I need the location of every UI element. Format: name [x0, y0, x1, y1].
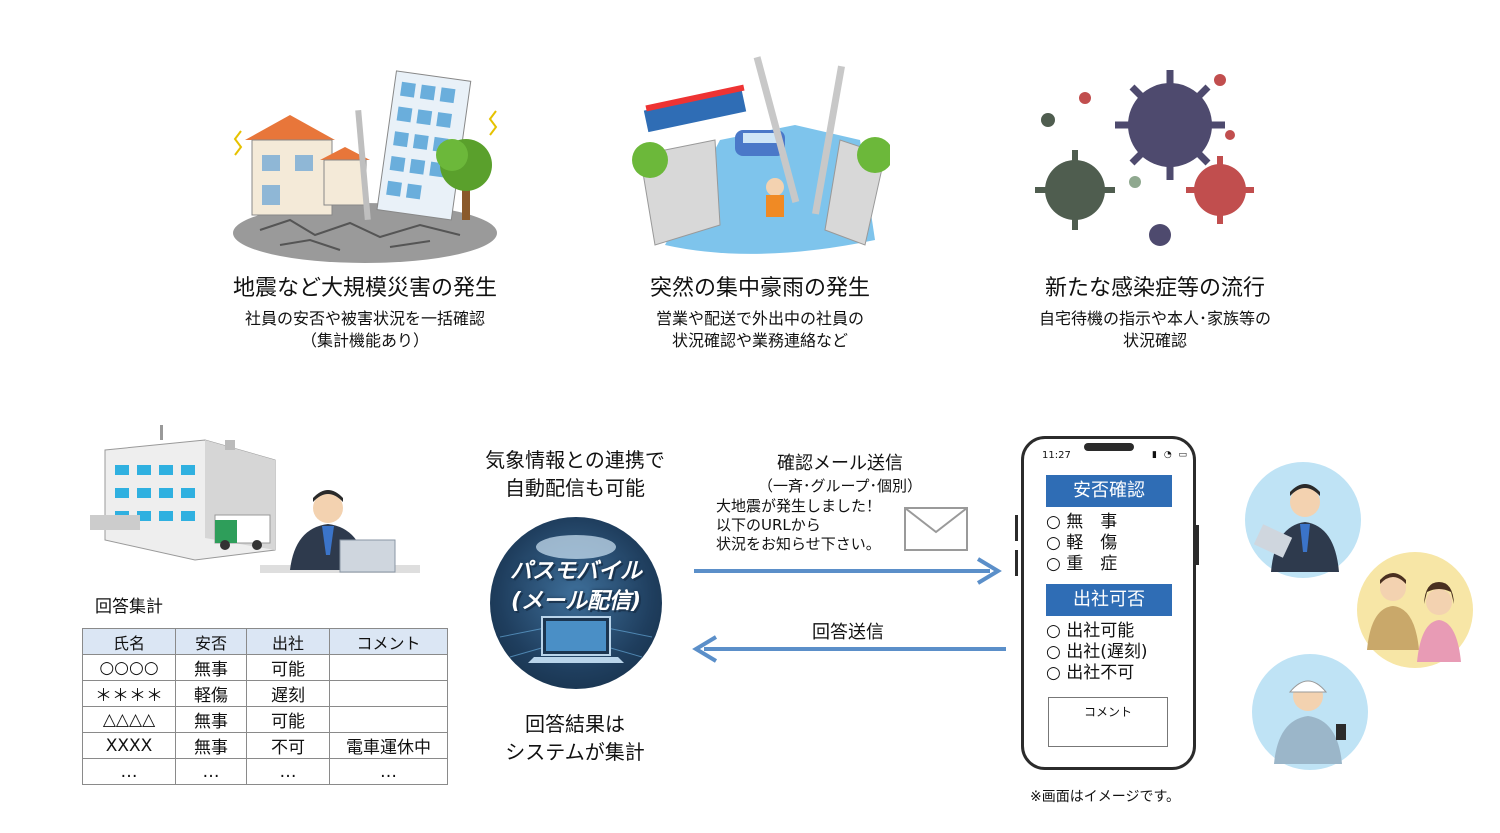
attendance-option[interactable]: ○ 出社(遅刻)	[1046, 642, 1148, 662]
table-row: XXXX 無事 不可 電車運休中	[82, 732, 448, 759]
scenario-desc: 営業や配送で外出中の社員の	[655, 309, 864, 328]
table-cell: ＊＊＊＊	[82, 680, 176, 707]
aggregate-title: 回答集計	[95, 597, 163, 617]
earthquake-illustration	[233, 70, 498, 263]
scenario-desc: 自宅待機の指示や本人･家族等の	[1038, 309, 1271, 328]
table-row: … … … …	[82, 758, 448, 785]
result-line: システムが集計	[505, 740, 645, 764]
scenario-desc: 社員の安否や被害状況を一括確認	[244, 309, 485, 328]
service-line: パスモバイル	[509, 559, 642, 584]
weather-line: 気象情報との連携で	[485, 448, 665, 472]
phone-notch	[1084, 443, 1134, 451]
phone-status-icons: ▮ ◔ ▭	[1152, 450, 1190, 460]
table-cell: …	[329, 758, 448, 785]
result-note: 回答結果は システムが集計	[460, 710, 690, 766]
table-cell: 可能	[246, 654, 330, 681]
scenario-title: 突然の集中豪雨の発生	[649, 276, 870, 301]
send-label: 確認メール送信 （一斉･グループ･個別）	[740, 449, 940, 496]
reply-arrow-head	[692, 635, 718, 663]
message-line: 以下のURLから	[716, 516, 821, 534]
table-cell	[329, 654, 448, 681]
weather-note: 気象情報との連携で 自動配信も可能	[460, 446, 690, 502]
send-sub: （一斉･グループ･個別）	[757, 477, 923, 495]
attendance-option[interactable]: ○ 出社可能	[1046, 621, 1135, 641]
table-cell: 無事	[175, 732, 247, 759]
flood-illustration	[632, 56, 890, 254]
avatar-businessman	[1245, 462, 1361, 578]
table-cell: XXXX	[82, 732, 176, 759]
safety-section: 安否確認 ○ 無 事 ○ 軽 傷 ○ 重 症	[1046, 475, 1172, 575]
virus-illustration	[1035, 70, 1254, 246]
scenario-flood: 突然の集中豪雨の発生 営業や配送で外出中の社員の 状況確認や業務連絡など	[585, 270, 935, 352]
table-cell: △△△△	[82, 706, 176, 733]
scenario-title: 地震など大規模災害の発生	[232, 276, 497, 301]
table-cell: 無事	[175, 654, 247, 681]
image-note: ※画面はイメージです。	[1030, 789, 1181, 805]
column-header: 氏名	[82, 628, 176, 655]
comment-label: コメント	[1083, 705, 1132, 719]
column-header: コメント	[329, 628, 448, 655]
scenario-desc: （集計機能あり）	[300, 331, 429, 350]
office-illustration	[90, 425, 420, 573]
message-line: 状況をお知らせ下さい。	[716, 535, 881, 553]
phone-side-button	[1196, 525, 1199, 565]
avatar-worker	[1252, 654, 1368, 770]
service-logo: パスモバイル (メール配信)	[490, 517, 662, 689]
service-name: パスモバイル (メール配信)	[490, 557, 662, 617]
safety-option[interactable]: ○ 重 症	[1046, 554, 1118, 574]
scenario-earthquake: 地震など大規模災害の発生 社員の安否や被害状況を一括確認 （集計機能あり）	[190, 270, 540, 352]
result-line: 回答結果は	[525, 712, 625, 736]
table-cell: …	[246, 758, 330, 785]
attendance-option[interactable]: ○ 出社不可	[1046, 663, 1135, 683]
phone-frame: 11:27 ▮ ◔ ▭ 安否確認 ○ 無 事 ○ 軽 傷 ○ 重 症 出社可否 …	[1021, 436, 1196, 770]
table-cell: 軽傷	[175, 680, 247, 707]
weather-line: 自動配信も可能	[505, 476, 645, 500]
reply-label: 回答送信	[812, 622, 884, 643]
scenario-virus: 新たな感染症等の流行 自宅待機の指示や本人･家族等の 状況確認	[980, 270, 1330, 352]
table-cell: 電車運休中	[329, 732, 448, 759]
aggregate-table: 氏名 安否 出社 コメント ○○○○ 無事 可能 ＊＊＊＊ 軽傷 遅刻 △△△△…	[82, 628, 448, 785]
scenario-desc: 状況確認	[1122, 331, 1187, 350]
table-cell: …	[82, 758, 176, 785]
safety-title: 安否確認	[1046, 475, 1172, 507]
service-line: (メール配信)	[510, 589, 642, 614]
laptop-icon	[499, 535, 653, 663]
table-cell: …	[175, 758, 247, 785]
attendance-section: 出社可否 ○ 出社可能 ○ 出社(遅刻) ○ 出社不可	[1046, 584, 1172, 684]
table-row: △△△△ 無事 可能	[82, 706, 448, 733]
table-cell	[329, 706, 448, 733]
column-header: 安否	[175, 628, 247, 655]
table-cell: 無事	[175, 706, 247, 733]
scenario-desc: 状況確認や業務連絡など	[671, 331, 848, 350]
attendance-title: 出社可否	[1046, 584, 1172, 616]
table-header-row: 氏名 安否 出社 コメント	[82, 628, 448, 655]
phone-side-button	[1015, 515, 1018, 541]
send-arrow-head	[976, 557, 1002, 585]
message-line: 大地震が発生しました！	[716, 497, 882, 515]
table-row: ○○○○ 無事 可能	[82, 654, 448, 681]
send-title: 確認メール送信	[777, 453, 903, 474]
envelope-icon	[904, 507, 968, 551]
table-cell	[329, 680, 448, 707]
table-cell: 不可	[246, 732, 330, 759]
scenario-title: 新たな感染症等の流行	[1044, 276, 1265, 301]
flow-arrows	[692, 557, 1006, 663]
table-row: ＊＊＊＊ 軽傷 遅刻	[82, 680, 448, 707]
phone-side-button	[1015, 550, 1018, 576]
safety-option[interactable]: ○ 無 事	[1046, 512, 1118, 532]
safety-option[interactable]: ○ 軽 傷	[1046, 533, 1118, 553]
table-cell: 遅刻	[246, 680, 330, 707]
column-header: 出社	[246, 628, 330, 655]
phone-time: 11:27	[1042, 450, 1071, 461]
table-cell: 可能	[246, 706, 330, 733]
send-message: 大地震が発生しました！ 以下のURLから 状況をお知らせ下さい。	[716, 497, 881, 554]
table-cell: ○○○○	[82, 654, 176, 681]
comment-field[interactable]: コメント	[1048, 697, 1168, 747]
avatar-family	[1357, 552, 1473, 668]
